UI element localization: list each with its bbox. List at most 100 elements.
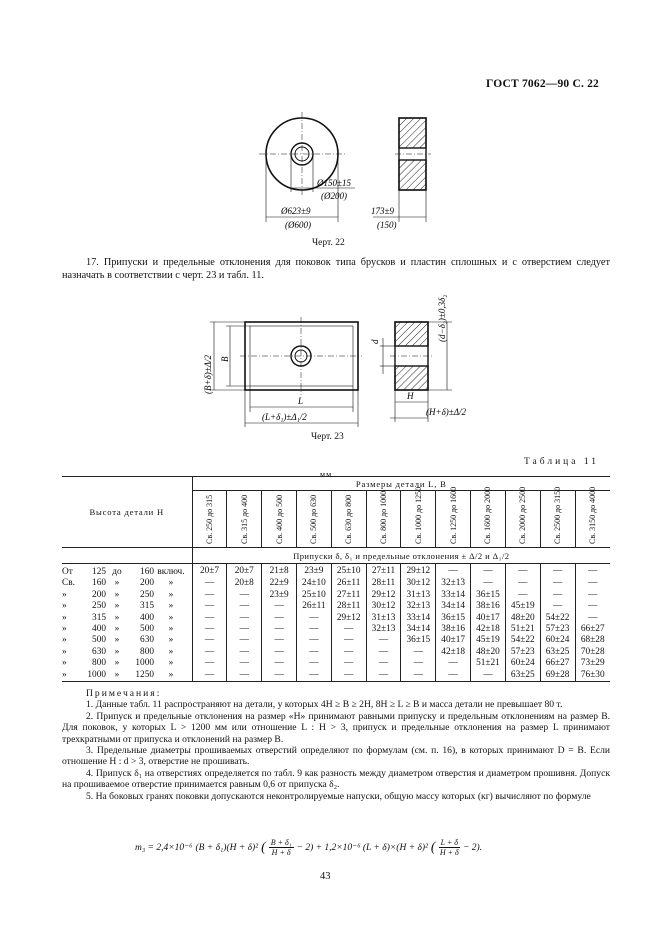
table-title: Таблица 11 bbox=[523, 457, 599, 467]
table-column-header: Св. 250 до 315 bbox=[191, 490, 227, 548]
table-cell: 54±22 bbox=[539, 612, 575, 625]
row-height-range: »250»315» bbox=[62, 601, 193, 613]
row-label-post: » bbox=[168, 646, 174, 657]
row-label-mid: » bbox=[114, 601, 120, 612]
table-cell: 40±17 bbox=[470, 612, 506, 625]
notes-section: Примечания: 1. Данные табл. 11 распростр… bbox=[62, 688, 610, 802]
formula-frac2-num: L + δ bbox=[438, 838, 461, 848]
row-height-range: Св.160»200» bbox=[62, 578, 193, 590]
row-label-to: 1250 bbox=[135, 669, 154, 680]
table-cell: 36±15 bbox=[435, 612, 471, 625]
table-cell: — bbox=[330, 669, 367, 683]
table-cell: 63±25 bbox=[504, 669, 541, 683]
table-cell: 57±23 bbox=[539, 624, 575, 636]
table-cell: — bbox=[261, 612, 297, 625]
column-label: Св. 800 до 1000 bbox=[379, 490, 389, 544]
column-label: Св. 315 до 400 bbox=[239, 494, 249, 544]
fig23-dim-bottom: (L+δ₁)±Δ₁/2 bbox=[262, 412, 307, 422]
paragraph-17: 17. Припуски и предельные отклонения для… bbox=[62, 257, 610, 281]
row-label-post: » bbox=[168, 669, 174, 680]
table-cell: 48±20 bbox=[504, 612, 541, 625]
fig23-dim-right-bottom: (H+δ)±Δ/2 bbox=[426, 407, 466, 417]
row-label-pre: Св. bbox=[62, 578, 75, 589]
table-cell: — bbox=[191, 578, 227, 590]
table-cell: 32±13 bbox=[400, 601, 436, 613]
table-cell: 66±27 bbox=[539, 658, 575, 670]
table-cell: — bbox=[296, 646, 332, 659]
allowance-table: Высота детали H Размеры детали L, B Св. … bbox=[62, 476, 610, 683]
row-height-range: »630»800» bbox=[62, 646, 193, 659]
table-column-header: Св. 1000 до 1250 bbox=[400, 487, 436, 548]
row-label-post: включ. bbox=[157, 567, 185, 577]
table-cell: — bbox=[296, 635, 332, 647]
row-label-mid: » bbox=[114, 612, 120, 623]
table-cell: 38±16 bbox=[470, 601, 506, 613]
table-cell: — bbox=[539, 563, 575, 579]
fig23-dim-d: d bbox=[370, 339, 380, 344]
table-cell: 26±11 bbox=[330, 578, 367, 590]
table-cell: 73±29 bbox=[574, 658, 610, 670]
row-label-from: 1000 bbox=[87, 669, 106, 680]
row-label-pre: » bbox=[62, 635, 67, 646]
table-cell: — bbox=[226, 658, 262, 670]
table-cell: 34±14 bbox=[400, 624, 436, 636]
table-cell: — bbox=[261, 669, 297, 683]
table-column-header: Св. 1600 до 2000 bbox=[470, 487, 506, 548]
row-label-mid: » bbox=[114, 624, 120, 635]
table-cell: — bbox=[574, 601, 610, 613]
table-group-header: Размеры детали L, B bbox=[192, 476, 610, 491]
table-cell: — bbox=[191, 669, 227, 683]
table-cell: 27±11 bbox=[330, 589, 367, 602]
row-label-from: 800 bbox=[92, 658, 106, 669]
table-cell: 42±18 bbox=[470, 624, 506, 636]
row-label-pre: » bbox=[62, 646, 67, 657]
table-cell: 33±14 bbox=[435, 589, 471, 602]
table-cell: 33±14 bbox=[400, 612, 436, 625]
row-label-post: » bbox=[168, 601, 174, 612]
table-cell: 25±10 bbox=[330, 563, 367, 579]
formula: m₃ = 2,4×10⁻⁶ (B + δ₁)(H + δ)² ( B + δ₁ … bbox=[135, 838, 482, 857]
table-cell: — bbox=[226, 646, 262, 659]
formula-frac1-den: H + δ bbox=[271, 848, 291, 857]
row-label-from: 500 bbox=[92, 635, 106, 646]
table-cell: — bbox=[574, 612, 610, 625]
row-label-pre: » bbox=[62, 624, 67, 635]
table-cell: — bbox=[435, 669, 471, 683]
table-column-header: Св. 2000 до 2500 bbox=[504, 487, 541, 548]
figure-23-caption: Черт. 23 bbox=[311, 432, 344, 442]
table-cell: — bbox=[261, 624, 297, 636]
table-cell: 23±9 bbox=[296, 563, 332, 579]
table-cell: — bbox=[330, 658, 367, 670]
row-label-post: » bbox=[168, 635, 174, 646]
table-cell: — bbox=[435, 658, 471, 670]
column-label: Св. 630 до 800 bbox=[344, 494, 354, 544]
table-cell: 51±21 bbox=[470, 658, 506, 670]
row-label-from: 400 bbox=[92, 624, 106, 635]
row-label-post: » bbox=[168, 612, 174, 623]
table-cell: — bbox=[296, 658, 332, 670]
table-cell: — bbox=[191, 624, 227, 636]
note-5: 5. На боковых гранях поковки допускаются… bbox=[86, 790, 591, 802]
column-label: Св. 3150 до 4000 bbox=[588, 486, 598, 544]
table-header-row: Высота детали H Размеры детали L, B bbox=[62, 476, 610, 548]
table-cell: 34±14 bbox=[435, 601, 471, 613]
table-cell: — bbox=[539, 601, 575, 613]
table-cell: 69±28 bbox=[539, 669, 575, 683]
row-label-to: 500 bbox=[140, 624, 154, 635]
table-cell: 29±12 bbox=[330, 612, 367, 625]
row-label-pre: » bbox=[62, 612, 67, 623]
table-cell: 76±30 bbox=[574, 669, 610, 683]
fig22-dim-lines bbox=[265, 154, 355, 222]
row-label-pre: » bbox=[62, 669, 67, 680]
table-cell: 29±12 bbox=[400, 563, 436, 579]
table-cell: — bbox=[504, 578, 541, 590]
table-cell: 20±7 bbox=[226, 563, 262, 579]
fig22-inner-ref: (Ø200) bbox=[321, 191, 347, 201]
figure-22-caption: Черт. 22 bbox=[312, 238, 345, 248]
table-cell: — bbox=[191, 589, 227, 602]
